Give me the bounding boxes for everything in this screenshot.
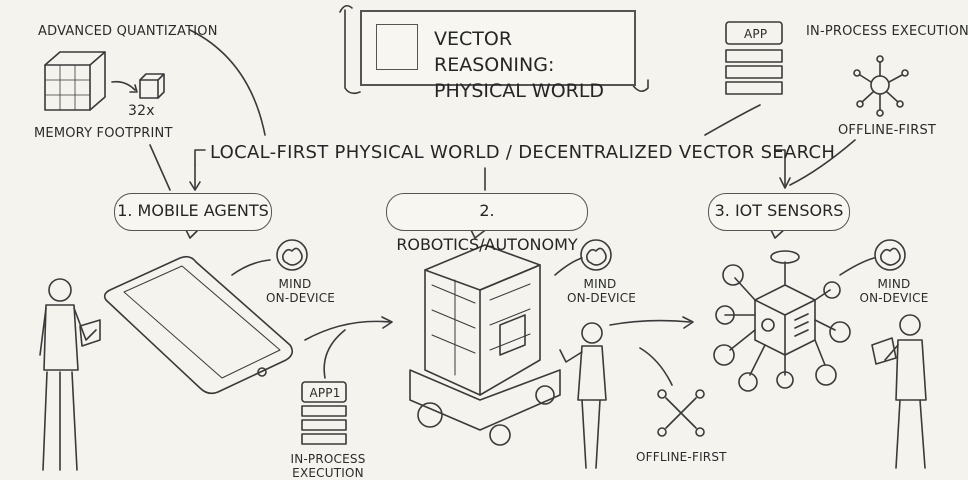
connector-quantization bbox=[189, 29, 266, 136]
title-panel: VECTOR REASONING: PHYSICAL WORLD bbox=[360, 10, 636, 102]
in-process-bottom-line-2: EXECUTION bbox=[292, 466, 364, 480]
brain-icon-2 bbox=[580, 239, 612, 271]
in-process-top-label: IN-PROCESS EXECUTION bbox=[806, 24, 968, 39]
brain-icon-3 bbox=[874, 239, 906, 271]
memory-footprint-label: MEMORY FOOTPRINT bbox=[34, 126, 173, 141]
mind-on-device-3: MIND ON-DEVICE bbox=[859, 277, 929, 305]
app-stack-icon-top bbox=[725, 21, 783, 95]
offline-first-bottom-label: OFFLINE-FIRST bbox=[636, 450, 727, 464]
section-2-bubble: 2. ROBOTICS/AUTONOMY bbox=[386, 193, 588, 254]
app-top-label: APP bbox=[744, 27, 768, 41]
section-3-bubble: 3. IOT SENSORS bbox=[708, 193, 850, 231]
mind-on-device-2: MIND ON-DEVICE bbox=[567, 277, 637, 305]
title-text: VECTOR REASONING: PHYSICAL WORLD bbox=[434, 26, 634, 104]
person-right-illustration bbox=[871, 314, 927, 469]
offline-first-top-label: OFFLINE-FIRST bbox=[838, 123, 937, 138]
app-stack-icon-bottom bbox=[301, 381, 347, 445]
person-center-illustration bbox=[559, 322, 607, 469]
quantization-heading: ADVANCED QUANTIZATION bbox=[38, 24, 218, 39]
big-cube-icon bbox=[44, 51, 106, 111]
connector-app-top bbox=[704, 104, 761, 136]
mind-1-line-1: MIND bbox=[278, 277, 312, 291]
title-line-2: PHYSICAL WORLD bbox=[434, 80, 605, 102]
network-icon-top bbox=[853, 55, 909, 117]
mind-3-line-2: ON-DEVICE bbox=[859, 291, 929, 305]
mind-2-line-2: ON-DEVICE bbox=[567, 291, 637, 305]
robot-illustration bbox=[409, 244, 561, 446]
mind-2-line-1: MIND bbox=[583, 277, 617, 291]
section-1-bubble: 1. MOBILE AGENTS bbox=[114, 193, 272, 231]
mind-3-line-1: MIND bbox=[877, 277, 911, 291]
in-process-bottom-label: IN-PROCESS EXECUTION bbox=[288, 452, 368, 480]
quantization-factor: 32x bbox=[128, 103, 155, 119]
iot-hub-illustration bbox=[713, 250, 851, 392]
checkmark-icon bbox=[376, 24, 418, 70]
brain-icon-1 bbox=[276, 239, 308, 271]
person-left-illustration bbox=[39, 278, 101, 471]
phone-illustration bbox=[103, 255, 294, 395]
in-process-bottom-line-1: IN-PROCESS bbox=[290, 452, 366, 466]
app1-label: APP1 bbox=[309, 386, 341, 400]
mind-1-line-2: ON-DEVICE bbox=[266, 291, 336, 305]
connector-offline-top bbox=[789, 139, 856, 186]
mind-on-device-1: MIND ON-DEVICE bbox=[266, 277, 336, 305]
banner-title: LOCAL-FIRST PHYSICAL WORLD / DECENTRALIZ… bbox=[210, 142, 836, 163]
title-line-1: VECTOR REASONING: bbox=[434, 28, 555, 76]
network-icon-bottom bbox=[657, 389, 705, 437]
connector-memory bbox=[149, 144, 171, 191]
small-cube-icon bbox=[139, 73, 165, 99]
